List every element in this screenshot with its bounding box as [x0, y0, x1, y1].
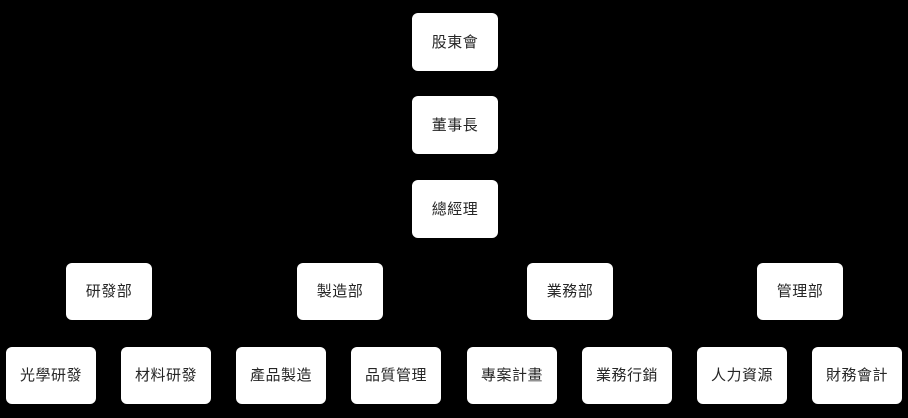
connector-bus-rd-dept [108, 250, 110, 263]
connector-general-manager-trunk [454, 237, 456, 250]
node-sales-dept-label: 業務部 [546, 282, 594, 300]
connector-rd-dept-unit-bus [51, 334, 224, 336]
node-quality-management-label: 品質管理 [364, 366, 427, 384]
node-rd-dept[interactable]: 研發部 [66, 263, 152, 320]
connector-chairman-general-manager [454, 154, 456, 180]
node-product-manufacturing[interactable]: 產品製造 [236, 347, 326, 404]
node-manufacturing-dept[interactable]: 製造部 [297, 263, 383, 320]
node-sales-dept[interactable]: 業務部 [527, 263, 613, 320]
node-product-manufacturing-label: 產品製造 [249, 366, 312, 384]
node-admin-dept[interactable]: 管理部 [757, 263, 843, 320]
node-general-manager[interactable]: 總經理 [412, 180, 498, 238]
node-sales-marketing-label: 業務行銷 [595, 366, 658, 384]
node-material-rd[interactable]: 材料研發 [121, 347, 211, 404]
node-rd-dept-label: 研發部 [85, 282, 133, 300]
node-general-manager-label: 總經理 [431, 199, 479, 218]
node-material-rd-label: 材料研發 [134, 366, 197, 384]
node-shareholders[interactable]: 股東會 [412, 13, 498, 71]
node-optical-rd-label: 光學研發 [19, 366, 82, 384]
connector-sales-dept-unit-bus [512, 334, 627, 336]
connector-bus-sales-dept [569, 250, 571, 263]
node-finance-accounting-label: 財務會計 [825, 366, 888, 384]
node-chairman-label: 董事長 [431, 115, 479, 134]
connector-bus-admin-dept [799, 250, 801, 263]
node-shareholders-label: 股東會 [431, 32, 479, 51]
connector-department-bus [109, 250, 800, 252]
node-project-planning-label: 專案計畫 [480, 366, 543, 384]
node-finance-accounting[interactable]: 財務會計 [812, 347, 902, 404]
node-quality-management[interactable]: 品質管理 [351, 347, 441, 404]
connector-bus-manufacturing-dept [339, 250, 341, 263]
node-manufacturing-dept-label: 製造部 [316, 282, 364, 300]
node-chairman[interactable]: 董事長 [412, 96, 498, 154]
node-sales-marketing[interactable]: 業務行銷 [582, 347, 672, 404]
connector-manufacturing-dept-unit-bus [281, 334, 396, 336]
node-admin-dept-label: 管理部 [776, 282, 824, 300]
node-human-resources[interactable]: 人力資源 [697, 347, 787, 404]
node-human-resources-label: 人力資源 [710, 366, 773, 384]
connector-shareholders-chairman [454, 71, 456, 96]
node-optical-rd[interactable]: 光學研發 [6, 347, 96, 404]
node-project-planning[interactable]: 專案計畫 [467, 347, 557, 404]
connector-admin-dept-unit-bus [742, 334, 857, 336]
